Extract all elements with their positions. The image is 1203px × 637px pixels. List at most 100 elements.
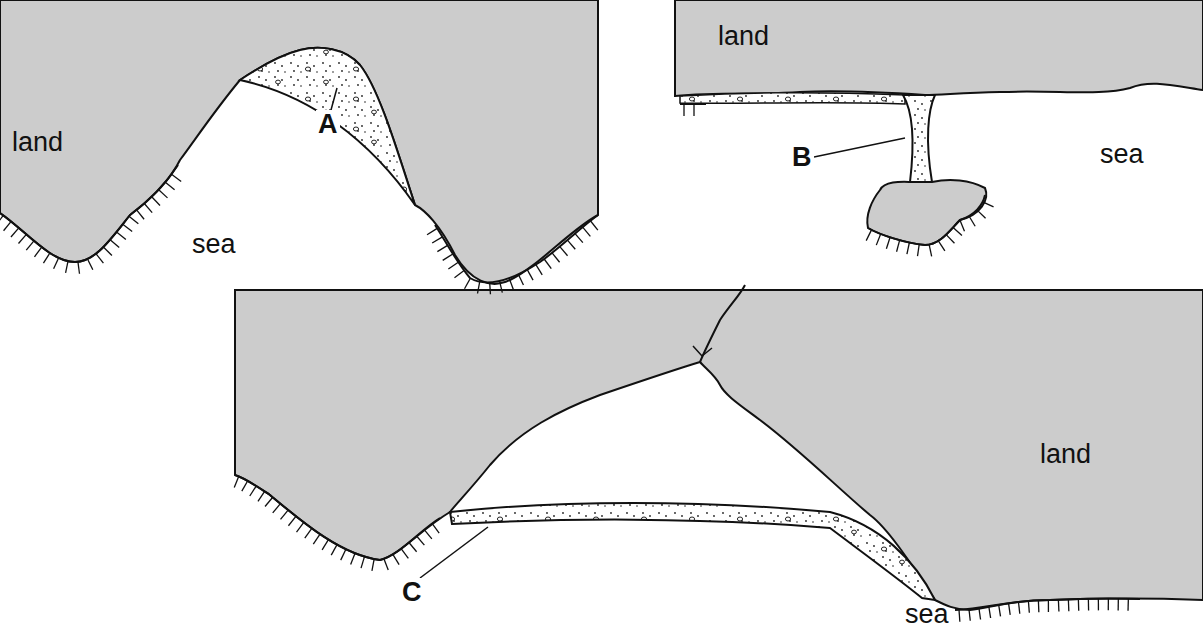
cliff-tick — [165, 182, 174, 190]
cliff-coast — [0, 165, 178, 262]
cliff-tick — [313, 534, 320, 544]
cliff-tick — [1078, 599, 1080, 611]
cliff-tick — [437, 245, 447, 251]
cliff-coast — [868, 195, 985, 245]
cliff-tick — [152, 197, 160, 206]
cliff-tick — [273, 504, 281, 513]
cliff-tick — [443, 254, 453, 260]
cliff-tick — [969, 216, 975, 226]
cliff-tick — [567, 240, 575, 249]
cliff-tick — [129, 216, 138, 223]
region-label: land — [718, 22, 769, 52]
cliff-tick — [1009, 603, 1011, 615]
cliff-tick — [250, 486, 257, 496]
cliff-tick — [137, 210, 144, 219]
cliff-tick — [489, 282, 491, 294]
cliff-tick — [384, 559, 388, 570]
cliff-tick — [424, 530, 432, 539]
cliff-tick — [958, 610, 960, 622]
cliff-tick — [960, 220, 965, 231]
callout-letter: A — [316, 110, 340, 140]
cliff-tick — [1098, 598, 1099, 610]
land-area — [675, 0, 1203, 96]
region-label: land — [1040, 440, 1091, 470]
land-area — [0, 0, 598, 284]
cliff-tick — [26, 241, 34, 250]
cliff-tick — [372, 559, 374, 571]
cliff-tick — [1088, 599, 1090, 611]
callout-letter: B — [790, 143, 814, 173]
cliff-tick — [1068, 599, 1070, 611]
cliff-tick — [361, 557, 364, 568]
cliff-tick — [297, 522, 304, 532]
cliff-tick — [1108, 598, 1109, 610]
cliff-tick — [1028, 601, 1030, 613]
cliff-tick — [938, 241, 945, 251]
beach-deposit — [680, 93, 905, 104]
cliff-tick — [43, 253, 49, 263]
cliff-tick — [946, 235, 954, 244]
cliff-tick — [88, 259, 93, 270]
cliff-tick — [929, 245, 931, 257]
cliff-tick — [979, 608, 981, 620]
cliff-tick — [897, 240, 900, 252]
cliff-tick — [341, 549, 346, 560]
cliff-coast — [435, 215, 598, 282]
cliff-tick — [54, 258, 59, 269]
leader-line — [331, 88, 337, 110]
bar-deposit — [240, 48, 415, 205]
cliff-tick — [409, 543, 417, 552]
cliff-tick — [544, 259, 551, 269]
cliff-tick — [393, 554, 399, 564]
region-label: sea — [1100, 140, 1144, 170]
cliff-tick — [11, 228, 19, 237]
cliff-hatching — [0, 104, 1128, 622]
cliff-tick — [144, 204, 152, 213]
cliff-tick — [1048, 600, 1049, 612]
cliff-tick — [693, 104, 694, 116]
cliff-tick — [34, 247, 41, 257]
cliff-tick — [159, 190, 168, 198]
cliff-tick — [117, 232, 126, 240]
bar-deposit — [450, 503, 935, 600]
leader-line — [420, 527, 488, 578]
cliff-tick — [123, 224, 132, 231]
region-label: sea — [192, 230, 236, 260]
cliff-tick — [509, 278, 513, 289]
cliff-tick — [401, 549, 408, 559]
cliff-tick — [465, 278, 471, 288]
cliff-tick — [500, 281, 503, 293]
cliff-tick — [66, 261, 68, 273]
cliff-tick — [918, 244, 920, 256]
cliff-tick — [281, 510, 289, 519]
cliff-coast — [955, 598, 1140, 610]
cliff-tick — [886, 237, 890, 248]
cliff-tick — [969, 609, 970, 621]
cliff-tick — [4, 221, 12, 230]
cliff-tick — [258, 491, 265, 501]
cliff-tick — [560, 247, 568, 256]
cliff-tick — [907, 242, 909, 254]
cliff-tick — [527, 270, 533, 281]
land-area — [235, 290, 1203, 610]
leader-line — [814, 138, 905, 157]
cliff-tick — [78, 262, 80, 274]
cliff-tick — [448, 262, 458, 269]
cliff-tick — [427, 228, 437, 234]
cliff-coast — [235, 475, 440, 560]
cliff-tick — [322, 540, 328, 550]
river — [700, 285, 745, 362]
cliff-tick — [432, 523, 439, 533]
flow-arrow — [693, 346, 712, 356]
cliff-tick — [575, 234, 583, 243]
cliff-tick — [977, 210, 986, 218]
cliff-tick — [265, 497, 273, 506]
cliff-tick — [518, 274, 523, 285]
cliff-tick — [351, 553, 355, 564]
cliff-tick — [18, 234, 26, 243]
cliff-tick — [999, 605, 1001, 617]
tombolo-deposit — [903, 95, 935, 182]
cliff-tick — [1058, 600, 1060, 612]
